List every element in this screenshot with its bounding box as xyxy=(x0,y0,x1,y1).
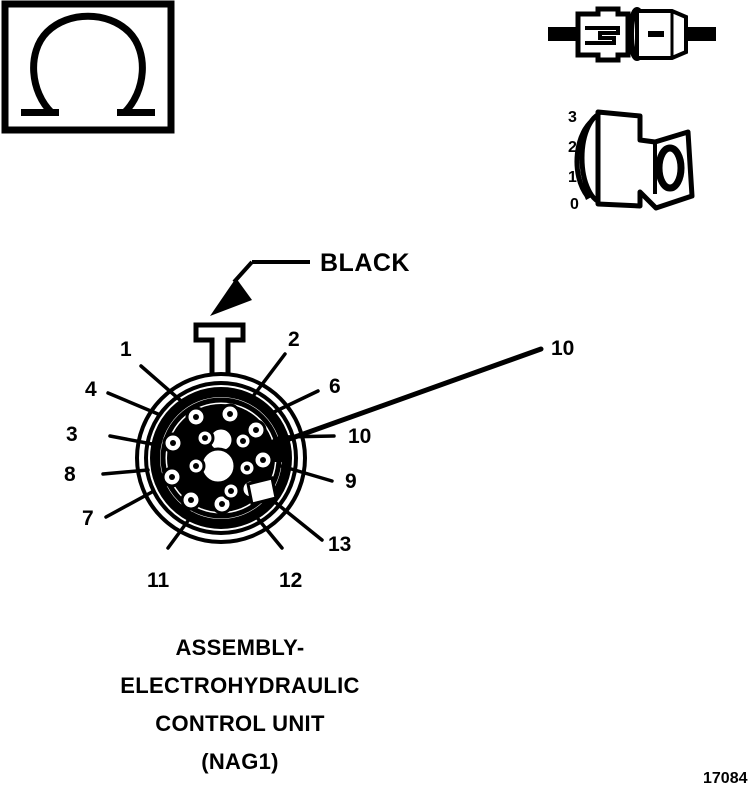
pin-callout-3: 3 xyxy=(66,423,78,446)
black-wire-leader xyxy=(210,260,310,316)
pin-callout-10: 10 xyxy=(348,425,372,448)
key-position-0: 0 xyxy=(570,196,579,213)
pin-callout-8: 8 xyxy=(64,463,76,486)
callout-leader-lines xyxy=(101,346,544,550)
black-wire-label: BLACK xyxy=(320,249,410,277)
pin-callout-2: 2 xyxy=(288,328,300,351)
pin-callout-6: 6 xyxy=(329,375,341,398)
pin-callout-13: 13 xyxy=(328,533,352,556)
pin-callout-11: 11 xyxy=(147,569,170,592)
pin-callout-1: 1 xyxy=(120,338,132,361)
ignition-key-switch-illustration xyxy=(574,109,695,211)
inline-connector-illustration xyxy=(548,6,716,63)
pin-callout-7: 7 xyxy=(82,507,94,530)
key-position-3: 3 xyxy=(568,109,577,126)
caption-line-3: CONTROL UNIT xyxy=(155,711,325,736)
caption-line-2: ELECTROHYDRAULIC xyxy=(120,673,360,698)
key-position-1: 1 xyxy=(568,169,577,186)
key-position-2: 2 xyxy=(568,139,577,156)
pin-callout-12: 12 xyxy=(279,569,303,592)
pin-callout-9: 9 xyxy=(345,470,357,493)
highlight-callout-10: 10 xyxy=(551,337,575,360)
pin-callout-4: 4 xyxy=(85,378,97,401)
caption-line-4: (NAG1) xyxy=(201,749,279,774)
figure-id-label: 17084 xyxy=(703,770,748,787)
electrohydraulic-connector-face xyxy=(135,372,307,544)
caption-line-1: ASSEMBLY- xyxy=(175,635,305,660)
ohm-symbol-box xyxy=(1,0,175,134)
